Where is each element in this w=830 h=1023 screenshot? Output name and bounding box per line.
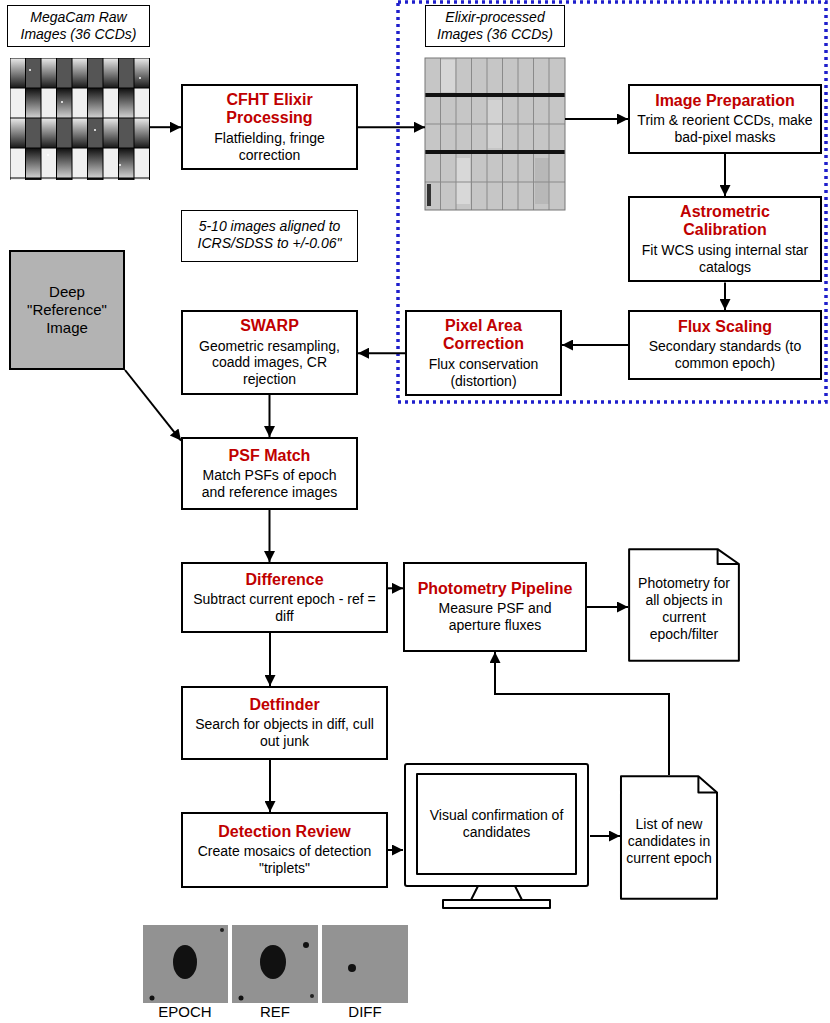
- step-title: Detfinder: [249, 696, 319, 714]
- step-description: Geometric resampling, coadd images, CR r…: [190, 338, 349, 388]
- monitor-node: Visual confirmation of candidates: [403, 762, 590, 910]
- step-description: Fit WCS using internal star catalogs: [637, 242, 813, 276]
- step-title: SWARP: [240, 317, 299, 335]
- image-caption: MegaCam Raw Images (36 CCDs): [7, 5, 150, 180]
- process-box: Pixel Area CorrectionFlux conservation (…: [405, 310, 562, 396]
- step-description: Measure PSF and aperture fluxes: [412, 600, 578, 634]
- step-description: Secondary standards (to common epoch): [637, 338, 813, 372]
- step-title: Flux Scaling: [678, 318, 772, 336]
- step-title: Pixel Area Correction: [414, 317, 553, 354]
- flow-arrow: [562, 344, 628, 346]
- screen-text: Visual confirmation of candidates: [420, 777, 573, 872]
- process-box: DifferenceSubtract current epoch - ref =…: [181, 562, 388, 633]
- note-box: 5-10 images aligned to ICRS/SDSS to +/-0…: [181, 210, 358, 262]
- flow-arrow: [358, 126, 425, 128]
- box-label: Deep "Reference" Image: [17, 283, 117, 337]
- process-box: Astrometric CalibrationFit WCS using int…: [628, 196, 822, 282]
- thumbnail-label: REF: [260, 1003, 290, 1020]
- process-box: Detection ReviewCreate mosaics of detect…: [181, 812, 388, 888]
- italic-caption: Elixir-processed Images (36 CCDs): [425, 5, 565, 47]
- thumbnail-label: EPOCH: [158, 1003, 211, 1020]
- step-title: CFHT Elixir Processing: [190, 91, 349, 128]
- processed-mosaic: [425, 58, 565, 210]
- flow-arrow: [388, 849, 403, 851]
- step-title: Photometry Pipeline: [418, 580, 573, 598]
- triplet-thumbnails: [143, 925, 408, 1003]
- flow-arrow: [565, 118, 628, 120]
- step-title: Detection Review: [218, 823, 350, 841]
- thumbnail-label: DIFF: [348, 1003, 381, 1020]
- document-node: Photometry for all objects in current ep…: [628, 548, 740, 662]
- reference-image-box: Deep "Reference" Image: [9, 250, 125, 370]
- flow-arrow: [269, 633, 271, 686]
- flow-arrow: [125, 370, 181, 441]
- flow-arrow: [388, 587, 403, 589]
- italic-caption: 5-10 images aligned to ICRS/SDSS to +/-0…: [181, 210, 358, 262]
- document-text: List of new candidates in current epoch: [626, 789, 712, 894]
- flow-arrow: [150, 126, 181, 128]
- step-description: Flux conservation (distortion): [414, 356, 553, 390]
- step-description: Subtract current epoch - ref = diff: [190, 591, 379, 625]
- raw-mosaic: [10, 58, 150, 180]
- step-title: PSF Match: [229, 447, 311, 465]
- process-box: Flux ScalingSecondary standards (to comm…: [628, 310, 822, 380]
- flow-arrow: [724, 282, 726, 310]
- process-box: CFHT Elixir ProcessingFlatfielding, frin…: [181, 84, 358, 170]
- step-description: Match PSFs of epoch and reference images: [190, 467, 349, 501]
- italic-caption: MegaCam Raw Images (36 CCDs): [7, 5, 150, 47]
- flow-arrow: [495, 652, 669, 775]
- flow-arrow: [358, 352, 405, 354]
- step-description: Flatfielding, fringe correction: [190, 130, 349, 164]
- process-box: Photometry PipelineMeasure PSF and apert…: [403, 562, 587, 652]
- process-box: DetfinderSearch for objects in diff, cul…: [181, 686, 388, 760]
- dotted-region: [398, 2, 826, 402]
- step-title: Astrometric Calibration: [637, 203, 813, 240]
- process-box: Image PreparationTrim & reorient CCDs, m…: [628, 84, 822, 154]
- flow-arrow: [587, 606, 628, 608]
- step-description: Search for objects in diff, cull out jun…: [190, 716, 379, 750]
- document-text: Photometry for all objects in current ep…: [634, 562, 734, 656]
- process-box: SWARP Geometric resampling, coadd images,…: [181, 310, 358, 395]
- step-description: Trim & reorient CCDs, make bad-pixel mas…: [637, 112, 813, 146]
- step-description: Create mosaics of detection "triplets": [190, 843, 379, 877]
- flow-arrow: [590, 835, 620, 837]
- image-caption: Elixir-processed Images (36 CCDs): [425, 5, 565, 210]
- process-box: PSF MatchMatch PSFs of epoch and referen…: [181, 437, 358, 510]
- step-title: Image Preparation: [655, 92, 795, 110]
- document-node: List of new candidates in current epoch: [620, 775, 718, 900]
- flow-arrow: [724, 154, 726, 196]
- flow-arrow: [269, 510, 271, 562]
- flow-arrow: [269, 395, 271, 437]
- step-title: Difference: [245, 571, 323, 589]
- flow-arrow: [269, 760, 271, 812]
